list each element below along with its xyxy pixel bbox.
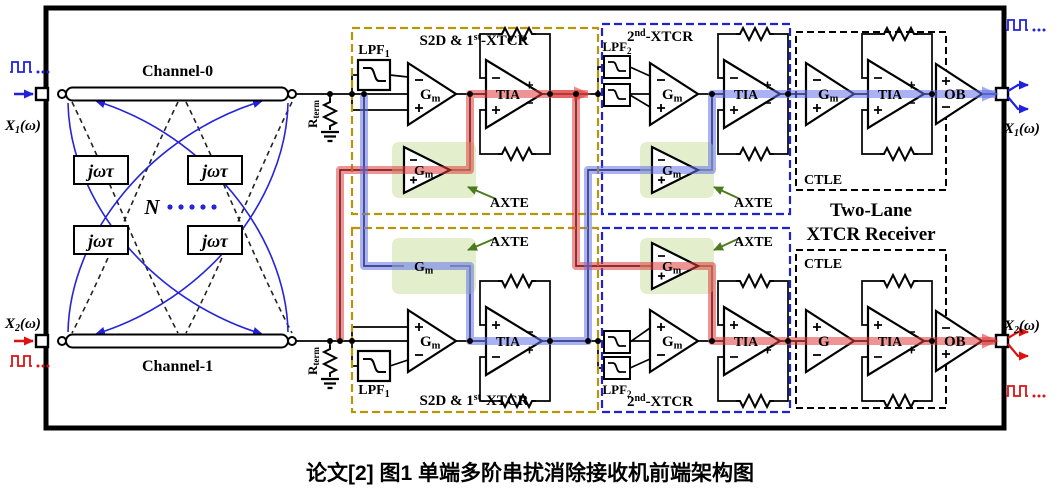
- s2d-xtcr1-box-bottom: [350, 226, 600, 414]
- x1-input-label: X1(ω): [4, 118, 41, 136]
- axte-gm-label: Gm: [662, 164, 682, 181]
- axte-label: AXTE: [734, 196, 773, 211]
- axte-gm-label: Gm: [414, 164, 434, 181]
- axte-arrow-bottom2: [713, 237, 741, 251]
- ob-label: OB: [944, 87, 966, 103]
- channel-0: [57, 86, 297, 102]
- axte-label: AXTE: [734, 235, 773, 250]
- rterm-label-top: Rterm: [305, 100, 321, 128]
- channel-1-label: Channel-1: [142, 358, 213, 375]
- gm-label: Gm: [818, 87, 839, 105]
- tia-label: TIA: [878, 334, 902, 349]
- axte-label: AXTE: [490, 196, 529, 211]
- s2d-xtcr1-box-top: [350, 26, 600, 216]
- xtcr2-box-top: [600, 22, 792, 216]
- xtcr2-box-bottom: [600, 226, 792, 414]
- gm-label: Gm: [662, 87, 683, 105]
- xtcr2-box-title-bottom: 2nd-XTCR: [627, 393, 693, 410]
- jwt-boxes: [73, 155, 243, 255]
- outer-border: [43, 5, 1007, 431]
- tia-label: TIA: [496, 334, 520, 349]
- pulse-icon-x2-in: [9, 355, 50, 368]
- gm-label: Gm: [662, 334, 683, 352]
- x2-input-label: X2(ω): [4, 316, 41, 334]
- output-port-x2: [994, 333, 1010, 349]
- junction-dots: [327, 91, 935, 344]
- gm-label: Gm: [420, 334, 441, 352]
- channel-0-label: Channel-0: [142, 63, 213, 80]
- lpf1-filter-bottom: [356, 349, 392, 383]
- axte-gm-label: Gm: [662, 260, 682, 277]
- ob-label: OB: [944, 334, 966, 350]
- ctle-label: CTLE: [804, 257, 842, 272]
- axte-arrow-bottom1: [467, 237, 497, 251]
- xtcr1-box-title-top: S2D & 1st-XTCR: [420, 32, 529, 49]
- lpf2-label-top: LPF2: [602, 39, 632, 56]
- rterm-label-bottom: Rterm: [305, 347, 321, 375]
- lpf1-label-top: LPF1: [358, 43, 389, 60]
- n-label: N: [143, 195, 160, 219]
- axte-label: AXTE: [490, 235, 529, 250]
- rterm-top: [319, 97, 341, 143]
- pulse-icon-x2-out: [1005, 385, 1046, 398]
- axte-arrow-top2: [713, 186, 741, 200]
- tia-label: TIA: [734, 334, 758, 349]
- tia-label: TIA: [496, 87, 520, 102]
- axte-gm-label: Gm: [414, 260, 434, 277]
- pulse-icon-x1-out: [1005, 19, 1046, 32]
- receiver-title-line2: XTCR Receiver: [806, 224, 936, 245]
- receiver-title-line1: Two-Lane: [830, 200, 912, 221]
- channel-1: [57, 333, 297, 349]
- output-arrows-x2: [1007, 327, 1029, 361]
- lpf2-filter-bottom: [603, 330, 631, 380]
- jwt-label-1: jωτ: [85, 161, 115, 181]
- tia-label: TIA: [878, 87, 902, 102]
- output-port-x1: [994, 86, 1010, 102]
- xtcr2-box-title-top: 2nd-XTCR: [627, 28, 693, 45]
- jwt-label-3: jωτ: [85, 231, 115, 251]
- x2-output-label: X2(ω): [1003, 318, 1040, 336]
- pulse-icon-x1-in: [9, 61, 50, 74]
- lpf2-label-bottom: LPF2: [602, 382, 632, 399]
- input-port-x2: [34, 333, 50, 349]
- figure-caption: 论文[2] 图1 单端多阶串扰消除接收机前端架构图: [305, 462, 754, 485]
- input-port-x1: [34, 86, 50, 102]
- xtcr1-box-title-bottom: S2D & 1st-XTCR: [420, 392, 529, 409]
- figure-diagram: Channel-0 Channel-1 jωτ jωτ jωτ jωτ N Rt…: [4, 5, 1046, 431]
- crosstalk-curves: [67, 99, 293, 336]
- gm-label: G: [818, 334, 830, 350]
- jwt-label-4: jωτ: [199, 231, 229, 251]
- lpf1-filter-top: [356, 58, 392, 92]
- jwt-label-2: jωτ: [199, 161, 229, 181]
- rterm-bottom: [319, 344, 341, 390]
- axte-arrow-top1: [467, 186, 497, 200]
- lpf1-label-bottom: LPF1: [358, 383, 389, 400]
- gm-label: Gm: [420, 87, 441, 105]
- ctle-label: CTLE: [804, 173, 842, 188]
- lpf2-filter-top: [603, 55, 631, 107]
- tia-label: TIA: [734, 87, 758, 102]
- x1-output-label: X1(ω): [1003, 121, 1040, 139]
- output-arrows-x1: [1007, 80, 1029, 114]
